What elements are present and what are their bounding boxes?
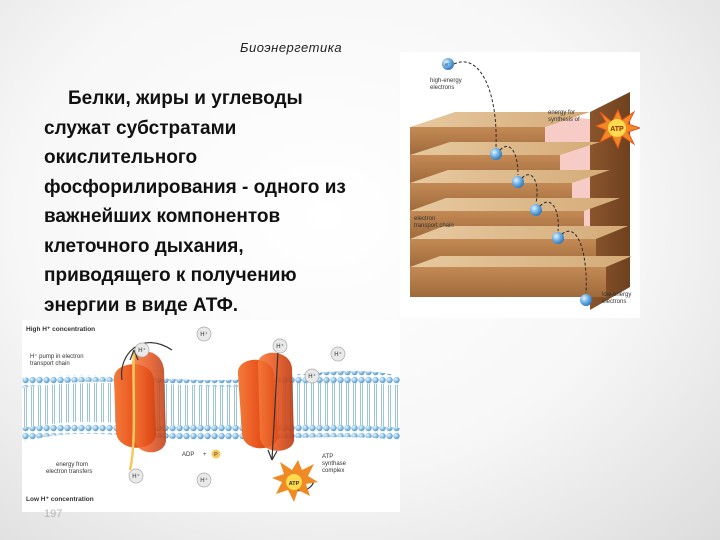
energy-for-label-2: synthesis of	[548, 117, 580, 123]
h-ion-label: H⁺	[138, 347, 146, 354]
h-ion-label: H⁺	[334, 351, 342, 358]
atp-label: ATP	[610, 126, 624, 133]
page-number: 197	[44, 508, 62, 520]
phosphate-label: P	[214, 452, 218, 458]
synthase-label-1: ATP	[322, 454, 333, 460]
h-ion-label: H⁺	[308, 373, 316, 380]
high-concentration-label: High H⁺ concentration	[26, 326, 95, 333]
etc-label-2: transport chain	[414, 223, 454, 229]
lipid-bilayer	[22, 371, 400, 442]
low-concentration-label: Low H⁺ concentration	[26, 496, 94, 503]
energy-for-label-1: energy for	[548, 110, 575, 116]
atp-product-label: ATP	[289, 481, 300, 487]
body-line: важнейших компонентов	[44, 202, 394, 232]
electron-staircase-figure: ATP e⁻ high-energy electrons energy for …	[400, 52, 640, 318]
h-ion-label: H⁺	[132, 473, 140, 480]
h-ion-label: H⁺	[276, 343, 284, 350]
energy-from-label-2: electron transfers	[46, 469, 92, 475]
pump-label-1: H⁺ pump in electron	[30, 353, 84, 360]
body-line: фосфорилирования - одного из	[44, 173, 394, 203]
low-energy-label-2: electrons	[602, 299, 626, 305]
low-energy-label-1: low-energy	[602, 292, 631, 298]
high-energy-label-1: high-energy	[430, 78, 462, 84]
pump-label-2: transport chain	[30, 361, 70, 367]
body-line: окислительного	[44, 143, 394, 173]
slide-body-text: Белки, жиры и углеводы служат субстратам…	[44, 84, 394, 320]
membrane-diagram: H⁺ H⁺ H⁺ H⁺ H⁺ H⁺ H⁺ High H⁺ concentrati…	[22, 320, 400, 512]
membrane-atp-synthase-figure: H⁺ H⁺ H⁺ H⁺ H⁺ H⁺ H⁺ High H⁺ concentrati…	[22, 320, 400, 512]
body-line: Белки, жиры и углеводы	[44, 84, 394, 114]
synthase-label-3: complex	[322, 468, 344, 474]
body-line: клеточного дыхания,	[44, 232, 394, 262]
high-energy-label-2: electrons	[430, 85, 454, 91]
body-line: приводящего к получению	[44, 261, 394, 291]
h-ion-label: H⁺	[200, 477, 208, 484]
synthase-label-2: synthase	[322, 461, 347, 467]
slide-title: Биоэнергетика	[240, 40, 342, 55]
staircase-diagram: ATP e⁻ high-energy electrons energy for …	[400, 52, 640, 318]
h-ion-label: H⁺	[200, 331, 208, 338]
body-line: служат субстратами	[44, 114, 394, 144]
electron-symbol: e⁻	[445, 62, 451, 68]
plus-label: +	[203, 452, 207, 458]
etc-label-1: electron	[414, 216, 435, 222]
energy-from-label-1: energy from	[56, 462, 88, 468]
adp-label: ADP	[182, 452, 194, 458]
atp-synthase-protein	[238, 353, 294, 451]
body-line: энергии в виде АТФ.	[44, 291, 394, 321]
